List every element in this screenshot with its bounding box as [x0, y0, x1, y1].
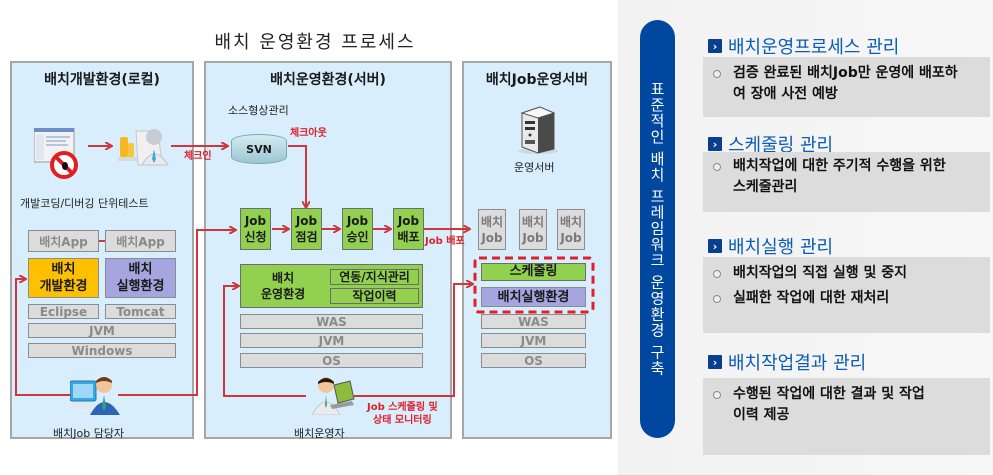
vertical-title-bar: 표준적인 배치 프레임워크 운영환경 구축: [640, 20, 675, 438]
section-heading-execution: › 배치실행 관리: [708, 233, 833, 259]
bullet-icon: [713, 270, 721, 278]
code-debug-icon: [34, 128, 78, 179]
scheduling-box: 스케줄링: [481, 263, 586, 281]
chevron-right-icon: ›: [708, 137, 722, 151]
highlight-box: [473, 256, 595, 314]
was-layer: WAS: [240, 314, 423, 329]
panel-ops-server: 배치운영환경(서버): [204, 61, 452, 439]
chevron-right-icon: ›: [708, 239, 722, 253]
operator-label: 배치운영자: [294, 427, 345, 440]
bullet-icon: [713, 295, 721, 303]
bullet-item: 배치작업에 대한 주기적 수행을 위한 스케줄관리: [703, 156, 990, 198]
windows-layer: Windows: [28, 343, 176, 358]
operator-avatar-icon: [312, 377, 355, 415]
diagram-title: 배치 운영환경 프로세스: [214, 32, 416, 53]
server-icon: [518, 106, 558, 154]
bullet-item: 검증 완료된 배치Job만 운영에 배포하여 장애 사전 예방: [703, 63, 990, 105]
os-layer: OS: [240, 353, 423, 368]
bullet-icon: [713, 391, 721, 399]
arrow-actor-to-job-request: [118, 230, 236, 396]
job-manager-avatar-icon: [70, 377, 120, 415]
section-box-execution: 배치작업의 직접 실행 및 중지 실패한 작업에 대한 재처리: [703, 257, 990, 333]
dev-coding-label: 개발코딩/디버깅 단위테스트: [20, 197, 149, 210]
batch-app-left: 배치App: [28, 230, 99, 252]
batch-runtime-box: 배치실행환경: [481, 287, 586, 307]
bullet-item: 실패한 작업에 대한 재처리: [703, 288, 990, 309]
section-heading-results: › 배치작업결과 관리: [708, 349, 866, 375]
tomcat-layer: Tomcat: [105, 304, 176, 319]
bullet-icon: [713, 163, 721, 171]
panel-title: 배치Job운영서버: [485, 72, 589, 88]
ops-server-label: 운영서버: [514, 161, 555, 174]
os-layer: OS: [481, 353, 586, 368]
was-layer: WAS: [481, 314, 586, 329]
job-history: 작업이력: [330, 288, 419, 304]
panel-title: 배치개발환경(로컬): [44, 72, 160, 88]
bullet-item: 수행된 작업에 대한 결과 및 작업이력 제공: [703, 384, 990, 426]
svn-repository: SVN: [231, 134, 287, 164]
section-heading-process: › 배치운영프로세스 관리: [708, 33, 899, 59]
job-manager-label: 배치Job 담당자: [53, 427, 125, 440]
section-box-scheduling: 배치작업에 대한 주기적 수행을 위한 스케줄관리: [703, 152, 990, 212]
arrow-checkout: [288, 145, 306, 208]
arrow-operator-to-ops-env: [223, 286, 306, 397]
checkout-label: 체크아웃: [290, 128, 327, 139]
jvm-layer: JVM: [28, 323, 176, 338]
checkin-label: 체크인: [184, 151, 212, 162]
panel-title: 배치운영환경(서버): [270, 72, 386, 88]
jvm-layer: JVM: [240, 333, 423, 348]
vertical-title: 표준적인 배치 프레임워크 운영환경 구축: [648, 81, 666, 377]
chevron-right-icon: ›: [708, 39, 722, 53]
arrow-operator-to-scheduler: [354, 284, 473, 397]
unit-test-person-icon: [118, 129, 169, 166]
scm-label: 소스형상관리: [228, 104, 289, 117]
integration-knowledge-mgmt: 연동/지식관리: [330, 269, 419, 285]
jvm-layer: JVM: [481, 333, 586, 348]
job-deploy-label: Job 배포: [425, 236, 465, 247]
chevron-right-icon: ›: [708, 355, 722, 369]
arrow-actor-to-dev: [15, 279, 72, 396]
section-heading-scheduling: › 스케줄링 관리: [708, 131, 833, 157]
bullet-item: 배치작업의 직접 실행 및 중지: [703, 263, 990, 284]
batch-app-right: 배치App: [105, 230, 176, 252]
section-box-process: 검증 완료된 배치Job만 운영에 배포하여 장애 사전 예방: [703, 57, 990, 117]
bullet-icon: [713, 70, 721, 78]
eclipse-layer: Eclipse: [28, 304, 99, 319]
section-box-results: 수행된 작업에 대한 결과 및 작업이력 제공: [703, 378, 990, 455]
